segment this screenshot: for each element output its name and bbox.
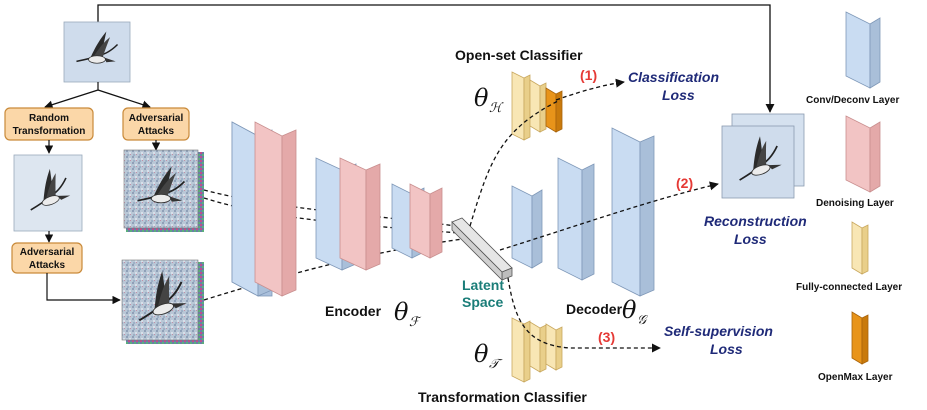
self-supervision-loss-label: Self-supervision (664, 323, 773, 339)
svg-text:Adversarial: Adversarial (20, 247, 75, 258)
svg-text:𝒯: 𝒯 (489, 357, 503, 372)
loss-number-2: (2) (676, 175, 693, 191)
svg-text:Adversarial: Adversarial (129, 113, 184, 124)
open-set-classifier-layers (511, 71, 563, 141)
adversarial-image-top (123, 149, 204, 232)
svg-text:Loss: Loss (734, 231, 767, 247)
adversarial-attacks-box-bottom: Adversarial Attacks (11, 242, 83, 274)
svg-text:Fully-connected Layer: Fully-connected Layer (796, 282, 902, 293)
adversarial-image-bottom (121, 259, 204, 344)
transformation-classifier-layers (511, 317, 563, 383)
legend: Conv/Deconv Layer Denoising Layer Fully-… (796, 11, 902, 383)
transformation-classifier-label: Transformation Classifier (418, 389, 587, 405)
reconstruction-loss-label: Reconstruction (704, 213, 807, 229)
legend-denoise: Denoising Layer (816, 115, 894, 209)
classification-loss-label: Classification (628, 69, 719, 85)
svg-text:Attacks: Attacks (138, 126, 175, 137)
svg-text:θ: θ (622, 296, 637, 324)
reconstructed-images (721, 113, 805, 199)
decoder-label: Decoder (566, 301, 623, 317)
svg-text:ℋ: ℋ (489, 101, 504, 116)
random-transformation-box: Random Transformation (4, 107, 94, 141)
svg-text:𝒢: 𝒢 (637, 313, 649, 328)
svg-text:Denoising Layer: Denoising Layer (816, 198, 894, 209)
latent-space-vector (451, 217, 513, 281)
theta-h-symbol: θ (474, 84, 489, 112)
open-set-classifier-label: Open-set Classifier (455, 47, 583, 63)
legend-fc: Fully-connected Layer (796, 221, 902, 293)
transformed-image (13, 154, 83, 232)
encoder-label: Encoder (325, 303, 382, 319)
feedback-arrow (97, 4, 775, 113)
decoder (511, 127, 655, 297)
svg-text:OpenMax Layer: OpenMax Layer (818, 372, 893, 383)
legend-openmax: OpenMax Layer (818, 311, 893, 383)
latent-space-label: Latent (462, 277, 504, 293)
svg-text:ℱ: ℱ (409, 315, 422, 330)
theta-t-symbol: θ (474, 340, 489, 368)
svg-text:Loss: Loss (662, 87, 695, 103)
loss-number-1: (1) (580, 67, 597, 83)
svg-text:Attacks: Attacks (29, 260, 66, 271)
svg-text:Space: Space (462, 294, 503, 310)
loss-number-3: (3) (598, 329, 615, 345)
adversarial-attacks-box-top: Adversarial Attacks (122, 107, 190, 141)
svg-text:Random: Random (29, 113, 69, 124)
encoder (231, 121, 443, 297)
svg-text:Loss: Loss (710, 341, 743, 357)
svg-text:Conv/Deconv Layer: Conv/Deconv Layer (806, 95, 899, 106)
svg-text:θ: θ (394, 298, 409, 326)
input-image (63, 21, 131, 83)
svg-text:Transformation: Transformation (13, 126, 86, 137)
legend-conv: Conv/Deconv Layer (806, 11, 899, 106)
